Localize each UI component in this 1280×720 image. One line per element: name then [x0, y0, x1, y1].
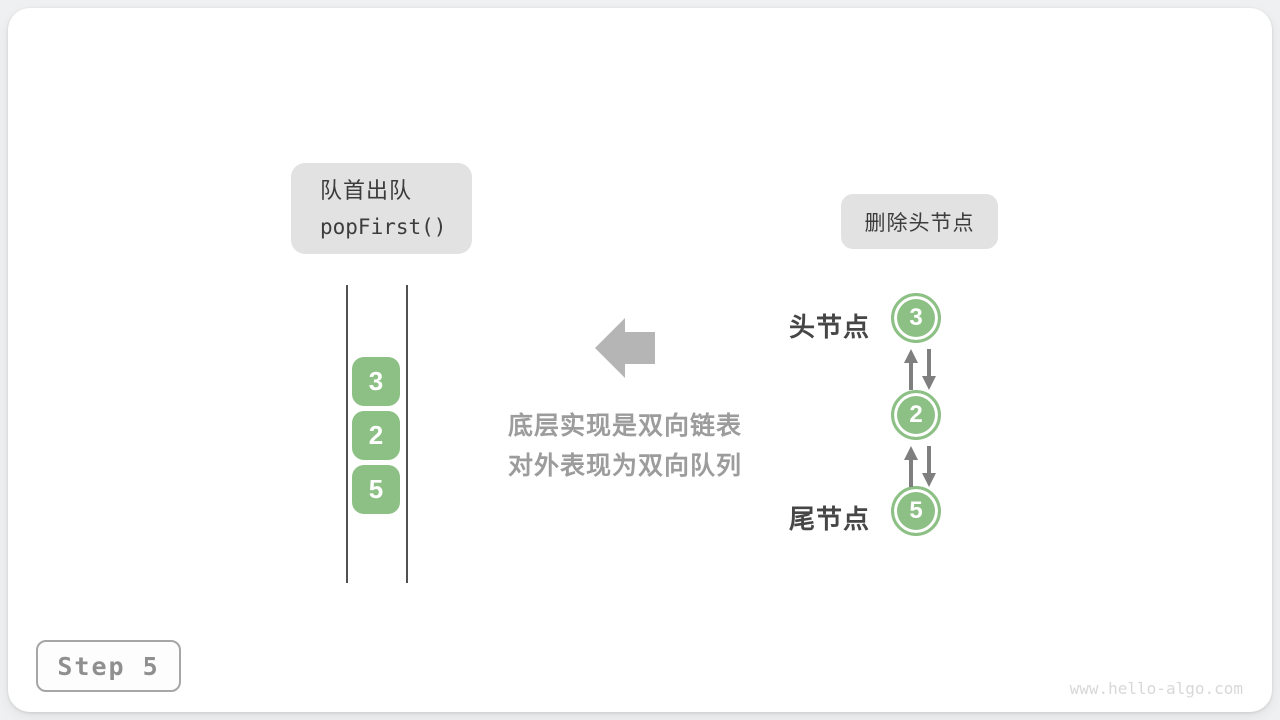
watermark: www.hello-algo.com: [1069, 679, 1243, 698]
queue-item: 5: [352, 465, 400, 514]
operation-title: 队首出队: [320, 177, 413, 203]
step-badge: Step 5: [36, 640, 181, 692]
list-node: 3: [891, 293, 941, 343]
queue-rail-left: [346, 285, 348, 583]
bidirectional-arrows-icon: [904, 446, 936, 487]
annotation-line2: 对外表现为双向队列: [507, 452, 742, 480]
queue-rail-right: [406, 285, 408, 583]
bidirectional-arrows-icon: [904, 349, 936, 390]
left-block-arrow-icon: [595, 318, 655, 378]
queue-item: 3: [352, 357, 400, 406]
list-node: 2: [891, 390, 941, 440]
operation-label: 队首出队 popFirst(): [291, 163, 472, 254]
action-label: 删除头节点: [841, 194, 998, 249]
annotation-line1: 底层实现是双向链表: [507, 412, 742, 440]
head-node-label: 头节点: [788, 312, 870, 342]
step-badge-label: Step 5: [57, 651, 160, 681]
annotation-text: 底层实现是双向链表 对外表现为双向队列: [455, 406, 795, 486]
queue-item: 2: [352, 411, 400, 460]
operation-code: popFirst(): [320, 214, 447, 239]
queue-items: 3 2 5: [352, 357, 400, 514]
tail-node-label: 尾节点: [788, 504, 870, 534]
list-node: 5: [891, 486, 941, 536]
